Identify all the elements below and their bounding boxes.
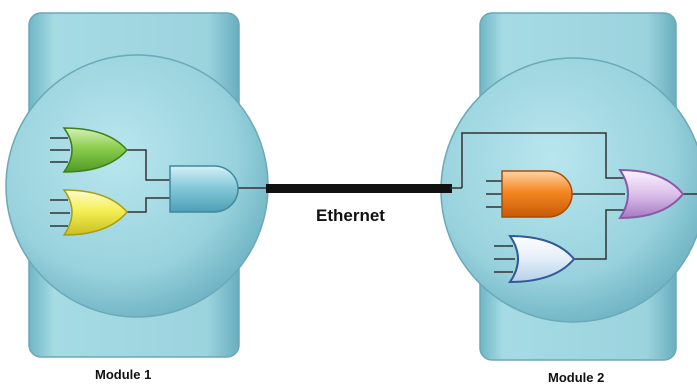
module-2-label: Module 2 bbox=[548, 370, 605, 385]
or-gate-icon bbox=[62, 127, 128, 173]
or-gate-icon bbox=[62, 189, 128, 236]
module-1-label: Module 1 bbox=[95, 367, 152, 382]
module-1-wires bbox=[50, 137, 268, 227]
or-gate-icon bbox=[508, 234, 576, 284]
ethernet-cable bbox=[266, 184, 452, 193]
and-gate-icon bbox=[169, 165, 239, 213]
ethernet-label: Ethernet bbox=[316, 206, 385, 225]
or-gate-icon bbox=[618, 168, 685, 220]
and-gate-icon bbox=[501, 170, 573, 218]
module-2-wires bbox=[450, 132, 697, 273]
